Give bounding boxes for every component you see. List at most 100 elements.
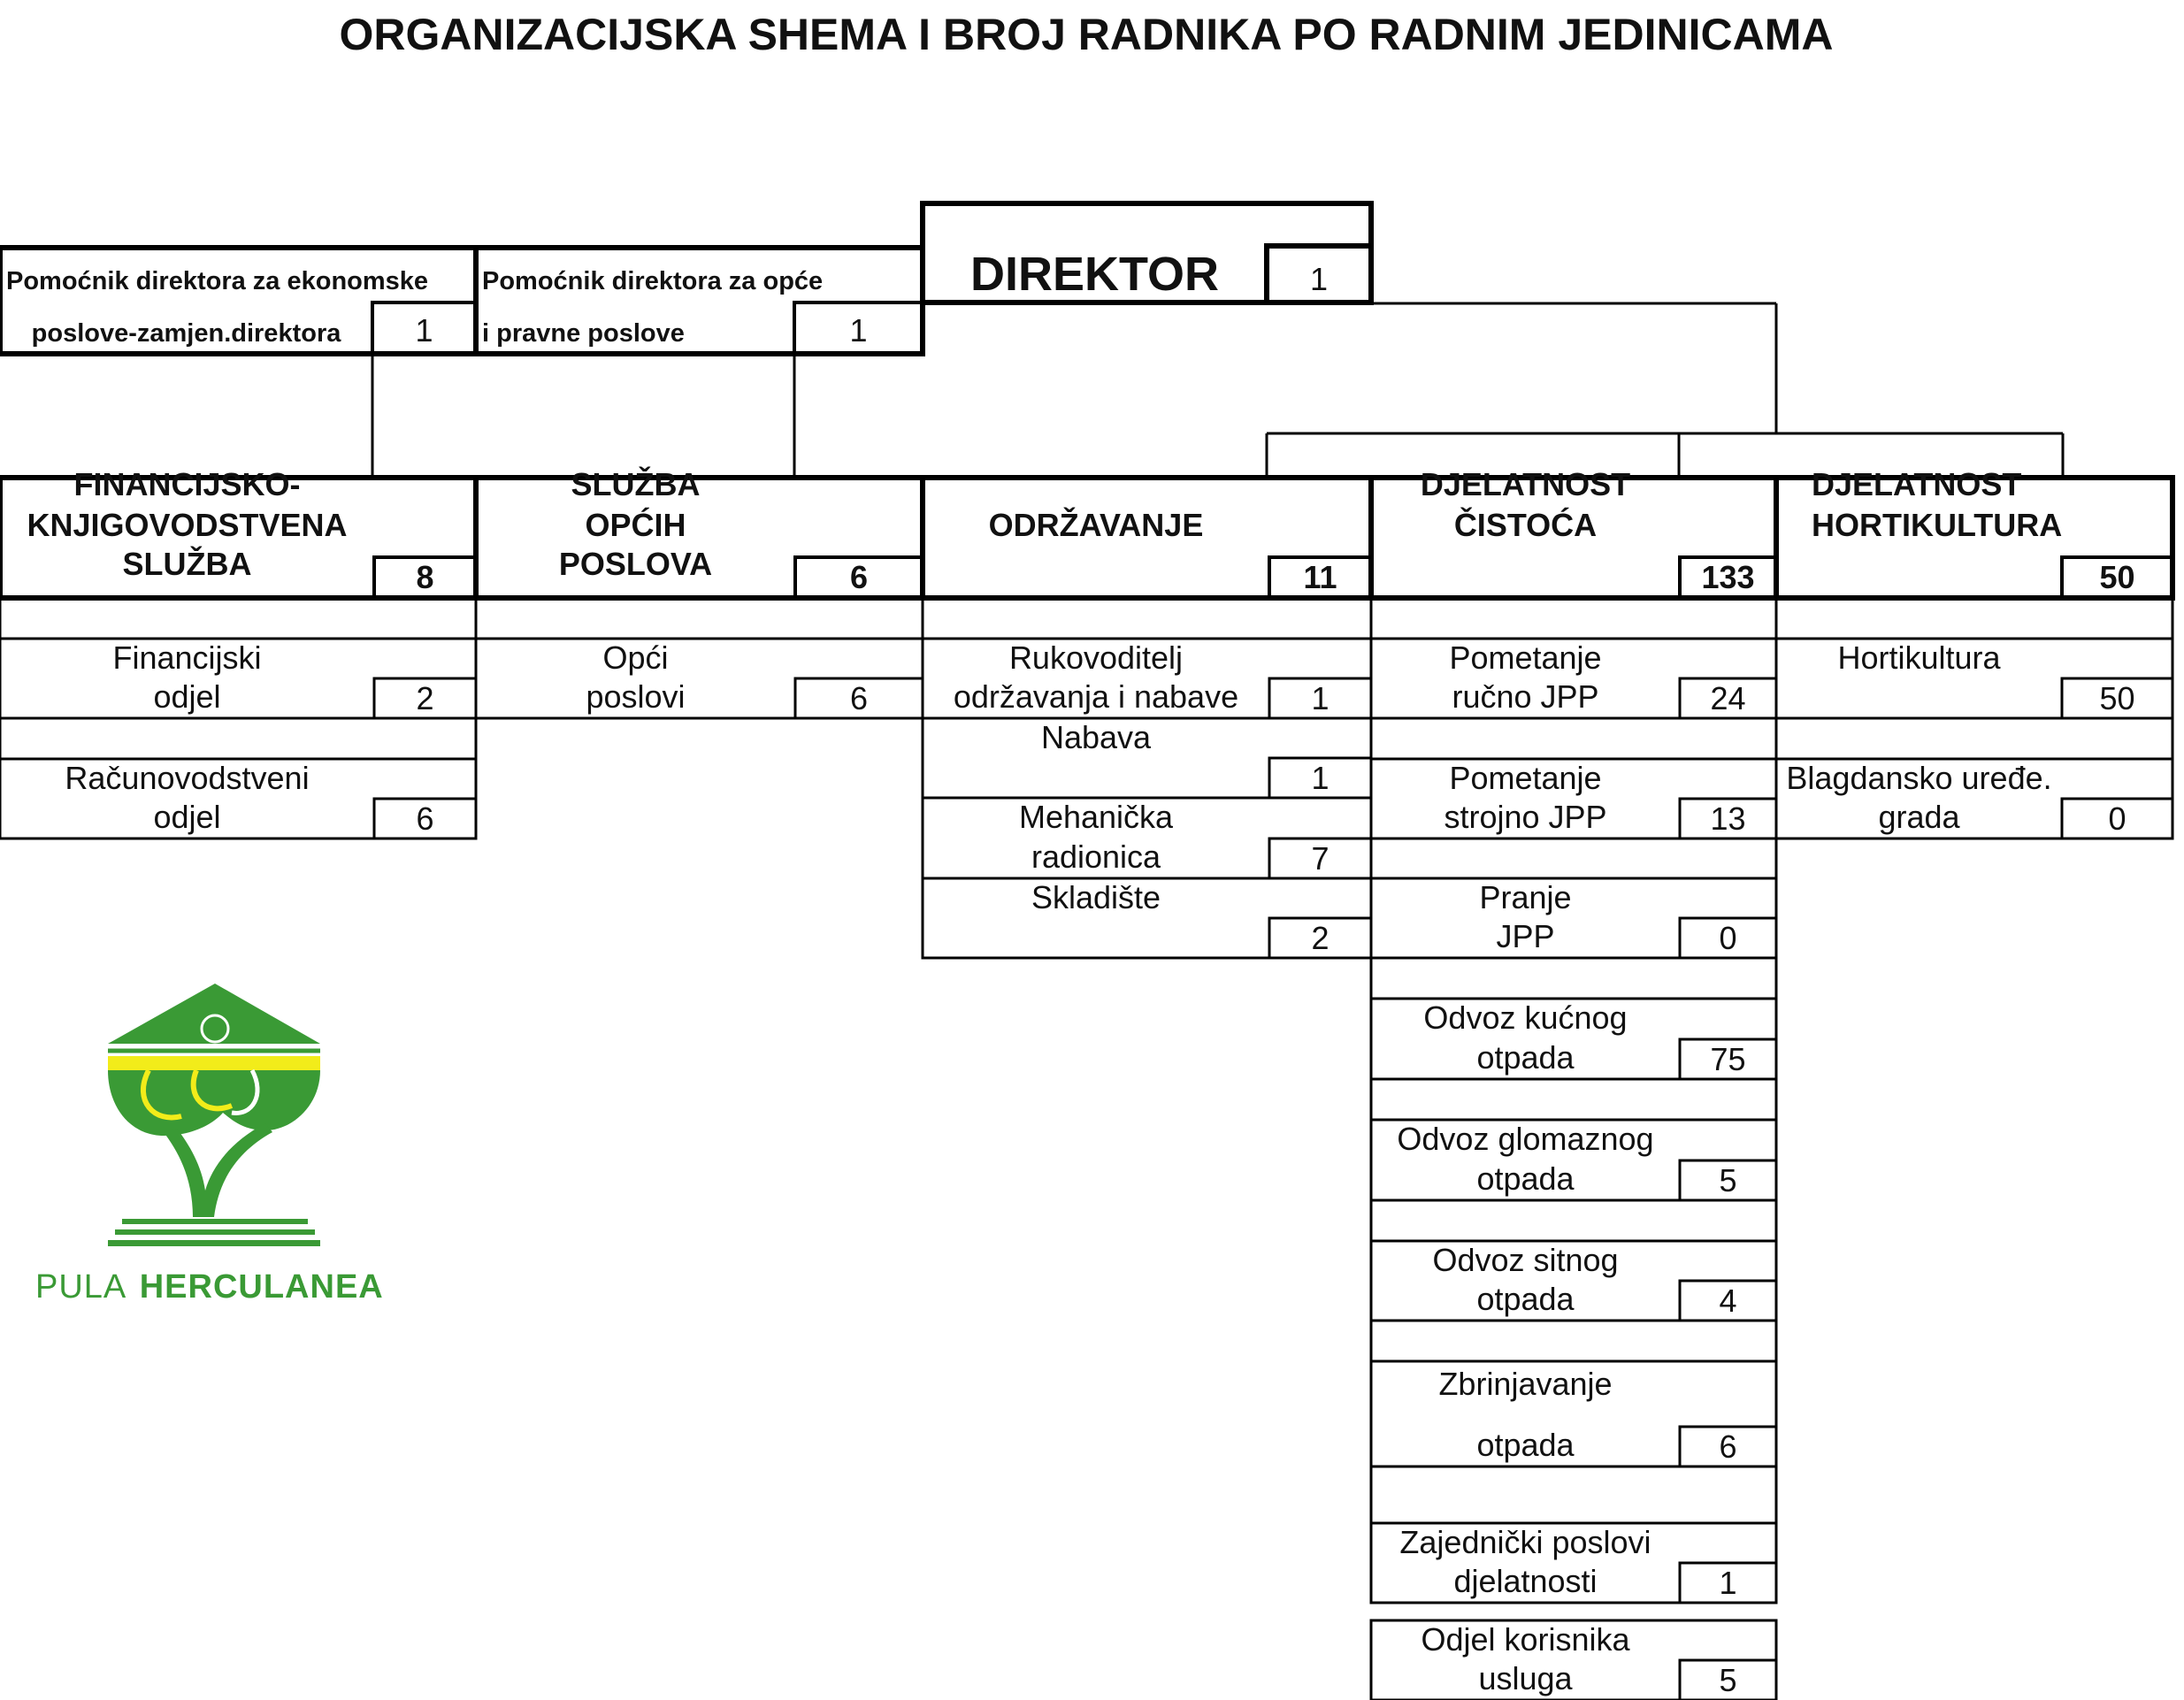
logo-roof-circle — [200, 1014, 230, 1044]
department-title-line: DJELATNOST — [1812, 466, 2021, 502]
unit-label-line: usluga — [1478, 1660, 1573, 1696]
assistant-count: 1 — [849, 312, 867, 348]
unit-count-box — [1678, 1658, 1778, 1700]
unit-label-line: Blagdansko uređe. — [1786, 760, 2051, 796]
unit-count: 0 — [1719, 920, 1736, 956]
unit-spacer-row — [1774, 596, 2174, 640]
assistant-title-line1: Pomoćnik direktora za ekonomske — [6, 267, 428, 295]
chart-title: ORGANIZACIJSKA SHEMA I BROJ RADNIKA PO R… — [340, 10, 1834, 59]
unit-label-line: Odjel korisnika — [1421, 1621, 1630, 1658]
unit-count: 7 — [1311, 840, 1329, 877]
unit-label-line: poslovi — [586, 678, 685, 715]
director-label: DIREKTOR — [970, 248, 1219, 301]
unit-spacer-row — [0, 596, 478, 640]
unit-spacer-row — [921, 596, 1373, 640]
department-title-line: SLUŽBA — [123, 545, 252, 582]
unit-label-line: Zajednički poslovi — [1399, 1524, 1651, 1560]
assistant-count: 1 — [415, 312, 433, 348]
unit-label-line: Pometanje — [1449, 639, 1601, 676]
unit-count: 1 — [1311, 760, 1329, 796]
unit-label-line: odjel — [153, 799, 220, 835]
unit-spacer-row — [1369, 1198, 1778, 1243]
unit-count: 13 — [1710, 800, 1745, 837]
logo-roof — [108, 984, 320, 1044]
unit-label-line: otpada — [1476, 1427, 1575, 1463]
unit-label-line: Mehanička — [1019, 799, 1174, 835]
department-title-line: HORTIKULTURA — [1812, 507, 2062, 543]
department-title-line: ODRŽAVANJE — [989, 506, 1204, 543]
unit-count-box — [1678, 1159, 1778, 1202]
unit-count: 5 — [1719, 1662, 1736, 1698]
unit-count: 24 — [1710, 680, 1745, 716]
unit-count-box — [1678, 916, 1778, 960]
unit-count: 5 — [1719, 1162, 1736, 1198]
department-title-line: KNJIGOVODSTVENA — [27, 507, 347, 543]
unit-count-box — [2060, 677, 2174, 720]
logo-yellow-band — [108, 1056, 320, 1070]
unit-label-line: Odvoz glomaznog — [1397, 1121, 1653, 1157]
unit-label-line: odjel — [153, 678, 220, 715]
unit-label-line: Skladište — [1031, 879, 1161, 915]
department-title-line: DJELATNOST — [1421, 466, 1630, 502]
unit-count-box — [1678, 1279, 1778, 1322]
department-count: 50 — [2099, 559, 2134, 595]
unit-spacer-row — [1774, 716, 2174, 761]
unit-label-line: JPP — [1496, 918, 1554, 954]
pula-herculanea-logo: PULA HERCULANEA — [35, 984, 384, 1306]
logo-base-top — [122, 1219, 308, 1224]
assistant-title-line2: i pravne poslove — [482, 319, 685, 348]
unit-label-line: Financijski — [112, 639, 261, 676]
department-title-line: SLUŽBA — [571, 465, 701, 502]
unit-count: 1 — [1311, 680, 1329, 716]
logo-base-mid — [115, 1229, 315, 1235]
unit-spacer-row — [1369, 956, 1778, 1000]
unit-label-line: Pranje — [1479, 879, 1571, 915]
unit-label-line: otpada — [1476, 1281, 1575, 1317]
logo-ring-right — [231, 1068, 260, 1115]
unit-label-line: Rukovoditelj — [1009, 639, 1183, 676]
unit-spacer-row — [1369, 1319, 1778, 1363]
chart-boxes: DIREKTOR 1 Pomoćnik direktora za ekonomske… — [0, 201, 2175, 1700]
unit-label-line: radionica — [1031, 839, 1161, 875]
unit-label-line: Opći — [602, 639, 668, 676]
unit-count: 6 — [850, 680, 868, 716]
assistant-title-line1: Pomoćnik direktora za opće — [482, 267, 823, 295]
connector-lines — [371, 302, 2065, 478]
logo-canopy — [108, 1070, 320, 1136]
unit-count: 6 — [416, 800, 433, 837]
logo-wordmark: PULA HERCULANEA — [35, 1268, 384, 1306]
department-title-line: FINANCIJSKO- — [73, 466, 300, 502]
unit-label-line: otpada — [1476, 1160, 1575, 1197]
director-count-box — [1264, 243, 1374, 305]
unit-count: 6 — [1719, 1428, 1736, 1465]
unit-count-box — [1678, 1038, 1778, 1081]
unit-label-line: Nabava — [1041, 719, 1152, 755]
unit-count: 1 — [1719, 1565, 1736, 1601]
logo-trunk — [164, 1123, 272, 1217]
unit-count-box — [2060, 797, 2174, 840]
unit-spacer-row — [1369, 837, 1778, 880]
unit-label-line: Hortikultura — [1837, 639, 2001, 676]
unit-spacer-row — [0, 716, 478, 761]
department-count: 11 — [1303, 559, 1337, 595]
logo-ring-left — [141, 1068, 182, 1121]
unit-count: 2 — [1311, 920, 1329, 956]
unit-label-line: otpada — [1476, 1039, 1575, 1076]
director-count: 1 — [1310, 261, 1328, 297]
unit-count-box — [372, 797, 478, 840]
unit-count: 75 — [1710, 1041, 1745, 1077]
unit-label-line: Pometanje — [1449, 760, 1601, 796]
unit-label-line: djelatnosti — [1453, 1563, 1597, 1599]
unit-count: 0 — [2108, 800, 2126, 837]
unit-label-line: strojno JPP — [1444, 799, 1606, 835]
unit-label-line: Zbrinjavanje — [1438, 1366, 1612, 1402]
department-count: 133 — [1701, 559, 1754, 595]
department-title-line: OPĆIH — [585, 506, 686, 543]
unit-spacer-row — [1369, 596, 1778, 640]
unit-label-line: Odvoz kućnog — [1423, 999, 1627, 1036]
unit-label-line: grada — [1878, 799, 1960, 835]
assistant-count-box-2 — [793, 301, 924, 356]
logo-ring-mid — [190, 1068, 234, 1112]
department-count: 6 — [850, 559, 868, 595]
